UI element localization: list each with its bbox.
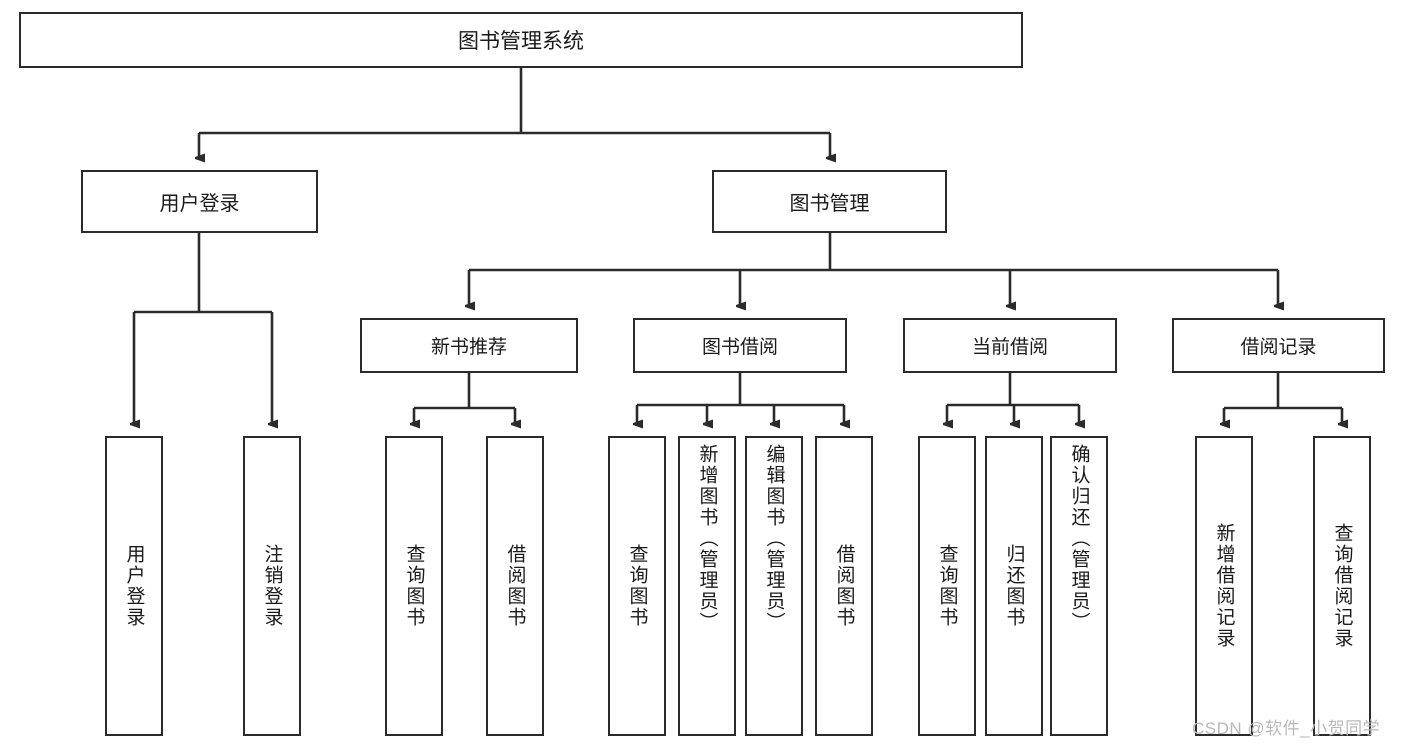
leaf-node[interactable]: 查询图书 xyxy=(385,436,443,736)
leaf-label: 确认归还（管理员） xyxy=(1068,444,1090,633)
leaf-node[interactable]: 确认归还（管理员） xyxy=(1050,436,1108,736)
leaf-label: 查询图书 xyxy=(403,544,425,628)
node-level2-borrow-record[interactable]: 借阅记录 xyxy=(1172,318,1385,373)
leaf-label: 新增借阅记录 xyxy=(1213,523,1235,649)
leaf-label: 编辑图书（管理员） xyxy=(763,444,785,633)
csdn-watermark: CSDN @软件_小贺同学 xyxy=(1192,719,1381,738)
node-level2-new-book-recommend[interactable]: 新书推荐 xyxy=(360,318,578,373)
leaf-label: 用户登录 xyxy=(123,544,145,628)
leaf-label: 查询图书 xyxy=(936,544,958,628)
node-root[interactable]: 图书管理系统 xyxy=(19,12,1023,68)
leaf-node[interactable]: 归还图书 xyxy=(985,436,1043,736)
leaf-node[interactable]: 查询图书 xyxy=(608,436,666,736)
leaf-label: 新增图书（管理员） xyxy=(696,444,718,633)
leaf-node[interactable]: 查询图书 xyxy=(918,436,976,736)
leaf-label: 注销登录 xyxy=(261,544,283,628)
leaf-node[interactable]: 查询借阅记录 xyxy=(1313,436,1371,736)
leaf-node[interactable]: 借阅图书 xyxy=(815,436,873,736)
leaf-node[interactable]: 新增图书（管理员） xyxy=(678,436,736,736)
leaf-node[interactable]: 新增借阅记录 xyxy=(1195,436,1253,736)
leaf-label: 查询借阅记录 xyxy=(1331,523,1353,649)
leaf-label: 归还图书 xyxy=(1003,544,1025,628)
leaf-label: 借阅图书 xyxy=(504,544,526,628)
leaf-node[interactable]: 编辑图书（管理员） xyxy=(745,436,803,736)
leaf-label: 查询图书 xyxy=(626,544,648,628)
node-level2-current-borrow[interactable]: 当前借阅 xyxy=(903,318,1117,373)
leaf-node[interactable]: 借阅图书 xyxy=(486,436,544,736)
leaf-label: 借阅图书 xyxy=(833,544,855,628)
node-level2-book-borrow[interactable]: 图书借阅 xyxy=(633,318,847,373)
node-level1-book-management[interactable]: 图书管理 xyxy=(712,170,947,233)
leaf-node[interactable]: 注销登录 xyxy=(243,436,301,736)
leaf-node[interactable]: 用户登录 xyxy=(105,436,163,736)
node-level1-user-login[interactable]: 用户登录 xyxy=(81,170,318,233)
